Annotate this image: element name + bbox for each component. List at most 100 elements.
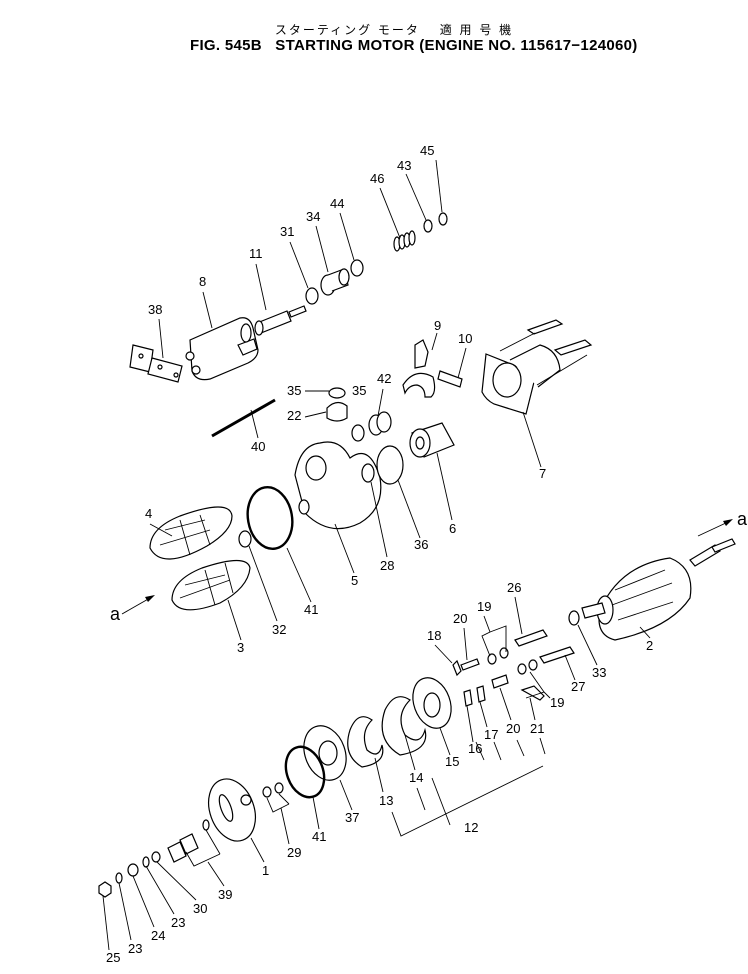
callout-labels: 45 43 46 44 34 31 11 8 38 9 10 42 35 35 …	[106, 143, 748, 965]
washer-30	[151, 851, 161, 863]
spring-46	[393, 230, 416, 252]
through-bolt-40	[211, 398, 276, 438]
callout-5: 5	[351, 573, 358, 588]
callout-35a: 35	[287, 383, 301, 398]
field-coil-4	[149, 506, 233, 560]
callout-24: 24	[151, 928, 165, 943]
callout-10: 10	[458, 331, 472, 346]
part-18	[452, 659, 462, 677]
callout-39: 39	[218, 887, 232, 902]
callout-27: 27	[571, 679, 585, 694]
callout-16: 16	[468, 741, 482, 756]
view-marker-a-right: a	[737, 509, 748, 529]
callout-37: 37	[345, 810, 359, 825]
leader-lines	[102, 159, 651, 951]
view-arrow-left	[121, 595, 155, 615]
callout-42: 42	[377, 371, 391, 386]
part-20-b	[491, 674, 509, 689]
housing-7	[481, 344, 561, 415]
plate-14	[381, 696, 427, 756]
callout-13: 13	[379, 793, 393, 808]
end-cover-1	[208, 778, 256, 842]
callout-34: 34	[306, 209, 320, 224]
bolt-26	[514, 629, 548, 647]
part-20-a	[460, 658, 480, 671]
callout-32: 32	[272, 622, 286, 637]
callout-12: 12	[464, 820, 478, 835]
callout-21: 21	[530, 721, 544, 736]
bolt-upper	[526, 319, 564, 335]
callout-23b: 23	[128, 941, 142, 956]
callout-28: 28	[380, 558, 394, 573]
bushing-42	[368, 411, 392, 436]
sleeve	[167, 841, 187, 863]
bolt-lower	[553, 339, 593, 356]
callout-33: 33	[592, 665, 606, 680]
oring-41-a	[246, 486, 294, 550]
view-arrow-right	[697, 519, 733, 537]
ring-35-a	[328, 387, 346, 399]
yoke-3	[171, 559, 251, 611]
ring-23-a	[142, 856, 150, 868]
ring-39-a	[202, 819, 210, 831]
callout-38: 38	[148, 302, 162, 317]
cap-22	[326, 401, 348, 422]
callout-11: 11	[249, 246, 263, 261]
callout-31: 31	[280, 224, 294, 239]
callout-41a: 41	[304, 602, 318, 617]
callout-19a: 19	[477, 599, 491, 614]
callout-7: 7	[539, 466, 546, 481]
terminal-plates-38	[129, 344, 183, 383]
nut-24	[127, 863, 139, 877]
washers-29	[262, 782, 284, 798]
callout-15: 15	[445, 754, 459, 769]
plate-13	[347, 716, 384, 768]
figure-title: FIG. 545B STARTING MOTOR (ENGINE NO. 115…	[190, 37, 638, 54]
callout-2: 2	[646, 638, 653, 653]
brush-holder-15	[412, 677, 452, 729]
callout-26: 26	[507, 580, 521, 595]
plunger-11	[254, 305, 307, 336]
oring-41-b	[284, 745, 326, 799]
callout-3: 3	[237, 640, 244, 655]
ring-31	[305, 287, 319, 305]
callout-9: 9	[434, 318, 441, 333]
callout-25: 25	[106, 950, 120, 965]
pinion-clutch-6	[409, 422, 455, 458]
nut-45	[438, 212, 448, 226]
end-frame-5	[294, 441, 382, 530]
ring-32	[238, 530, 252, 548]
washer-33	[568, 610, 580, 626]
bushing-34	[320, 268, 350, 296]
callout-30: 30	[193, 901, 207, 916]
callout-23a: 23	[171, 915, 185, 930]
callout-35b: 35	[352, 383, 366, 398]
callout-36: 36	[414, 537, 428, 552]
nut-25	[98, 881, 112, 898]
callout-14: 14	[409, 770, 423, 785]
callout-6: 6	[449, 521, 456, 536]
callout-17: 17	[484, 727, 498, 742]
bushing-39	[179, 833, 199, 855]
callout-20b: 20	[506, 721, 520, 736]
callout-1: 1	[262, 863, 269, 878]
view-marker-a-left: a	[110, 604, 121, 624]
ring-35-b	[351, 424, 365, 442]
oring-36	[376, 445, 404, 485]
ring-44	[350, 259, 364, 277]
callout-29: 29	[287, 845, 301, 860]
pin-10	[437, 370, 463, 388]
callout-4: 4	[145, 506, 152, 521]
bolt-27	[539, 646, 575, 664]
callout-22: 22	[287, 408, 301, 423]
washers-19-b	[517, 659, 538, 675]
callout-44: 44	[330, 196, 344, 211]
callout-8: 8	[199, 274, 206, 289]
washer-43	[423, 219, 433, 233]
armature-2	[581, 538, 736, 641]
callout-46: 46	[370, 171, 384, 186]
gasket-37	[303, 725, 347, 781]
ring-23-b	[115, 872, 123, 884]
callout-19b: 19	[550, 695, 564, 710]
